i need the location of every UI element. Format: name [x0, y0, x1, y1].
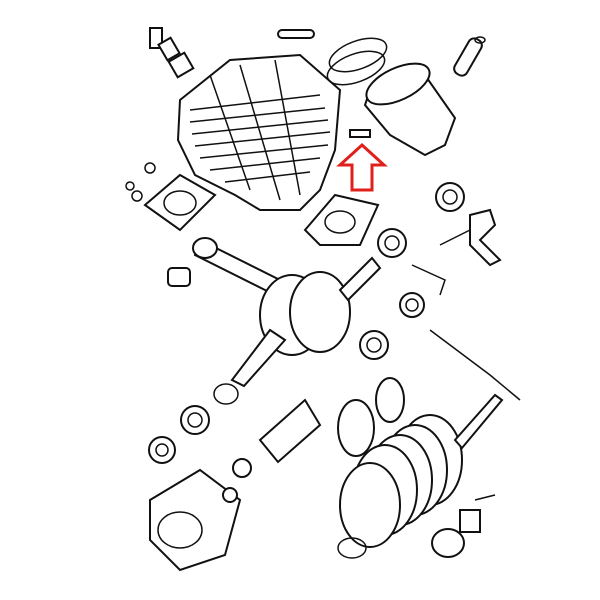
spark-plug [149, 27, 195, 79]
head-gasket [143, 173, 217, 232]
base-gasket [303, 193, 380, 246]
small-clip [349, 129, 371, 138]
gudgeon-pin [453, 37, 483, 77]
nuts [125, 162, 156, 202]
bearings [148, 182, 465, 464]
crankshaft [167, 237, 382, 388]
pulley [337, 494, 496, 559]
lever-assembly [399, 208, 502, 318]
clutch-assembly [258, 329, 521, 548]
piston-rings [326, 37, 388, 86]
cylinder [176, 53, 342, 211]
highlight-arrow [336, 142, 388, 192]
pin [277, 29, 315, 39]
circlip [474, 36, 486, 44]
piston [363, 62, 457, 157]
clutch-housing [149, 458, 252, 572]
washer [213, 383, 239, 405]
